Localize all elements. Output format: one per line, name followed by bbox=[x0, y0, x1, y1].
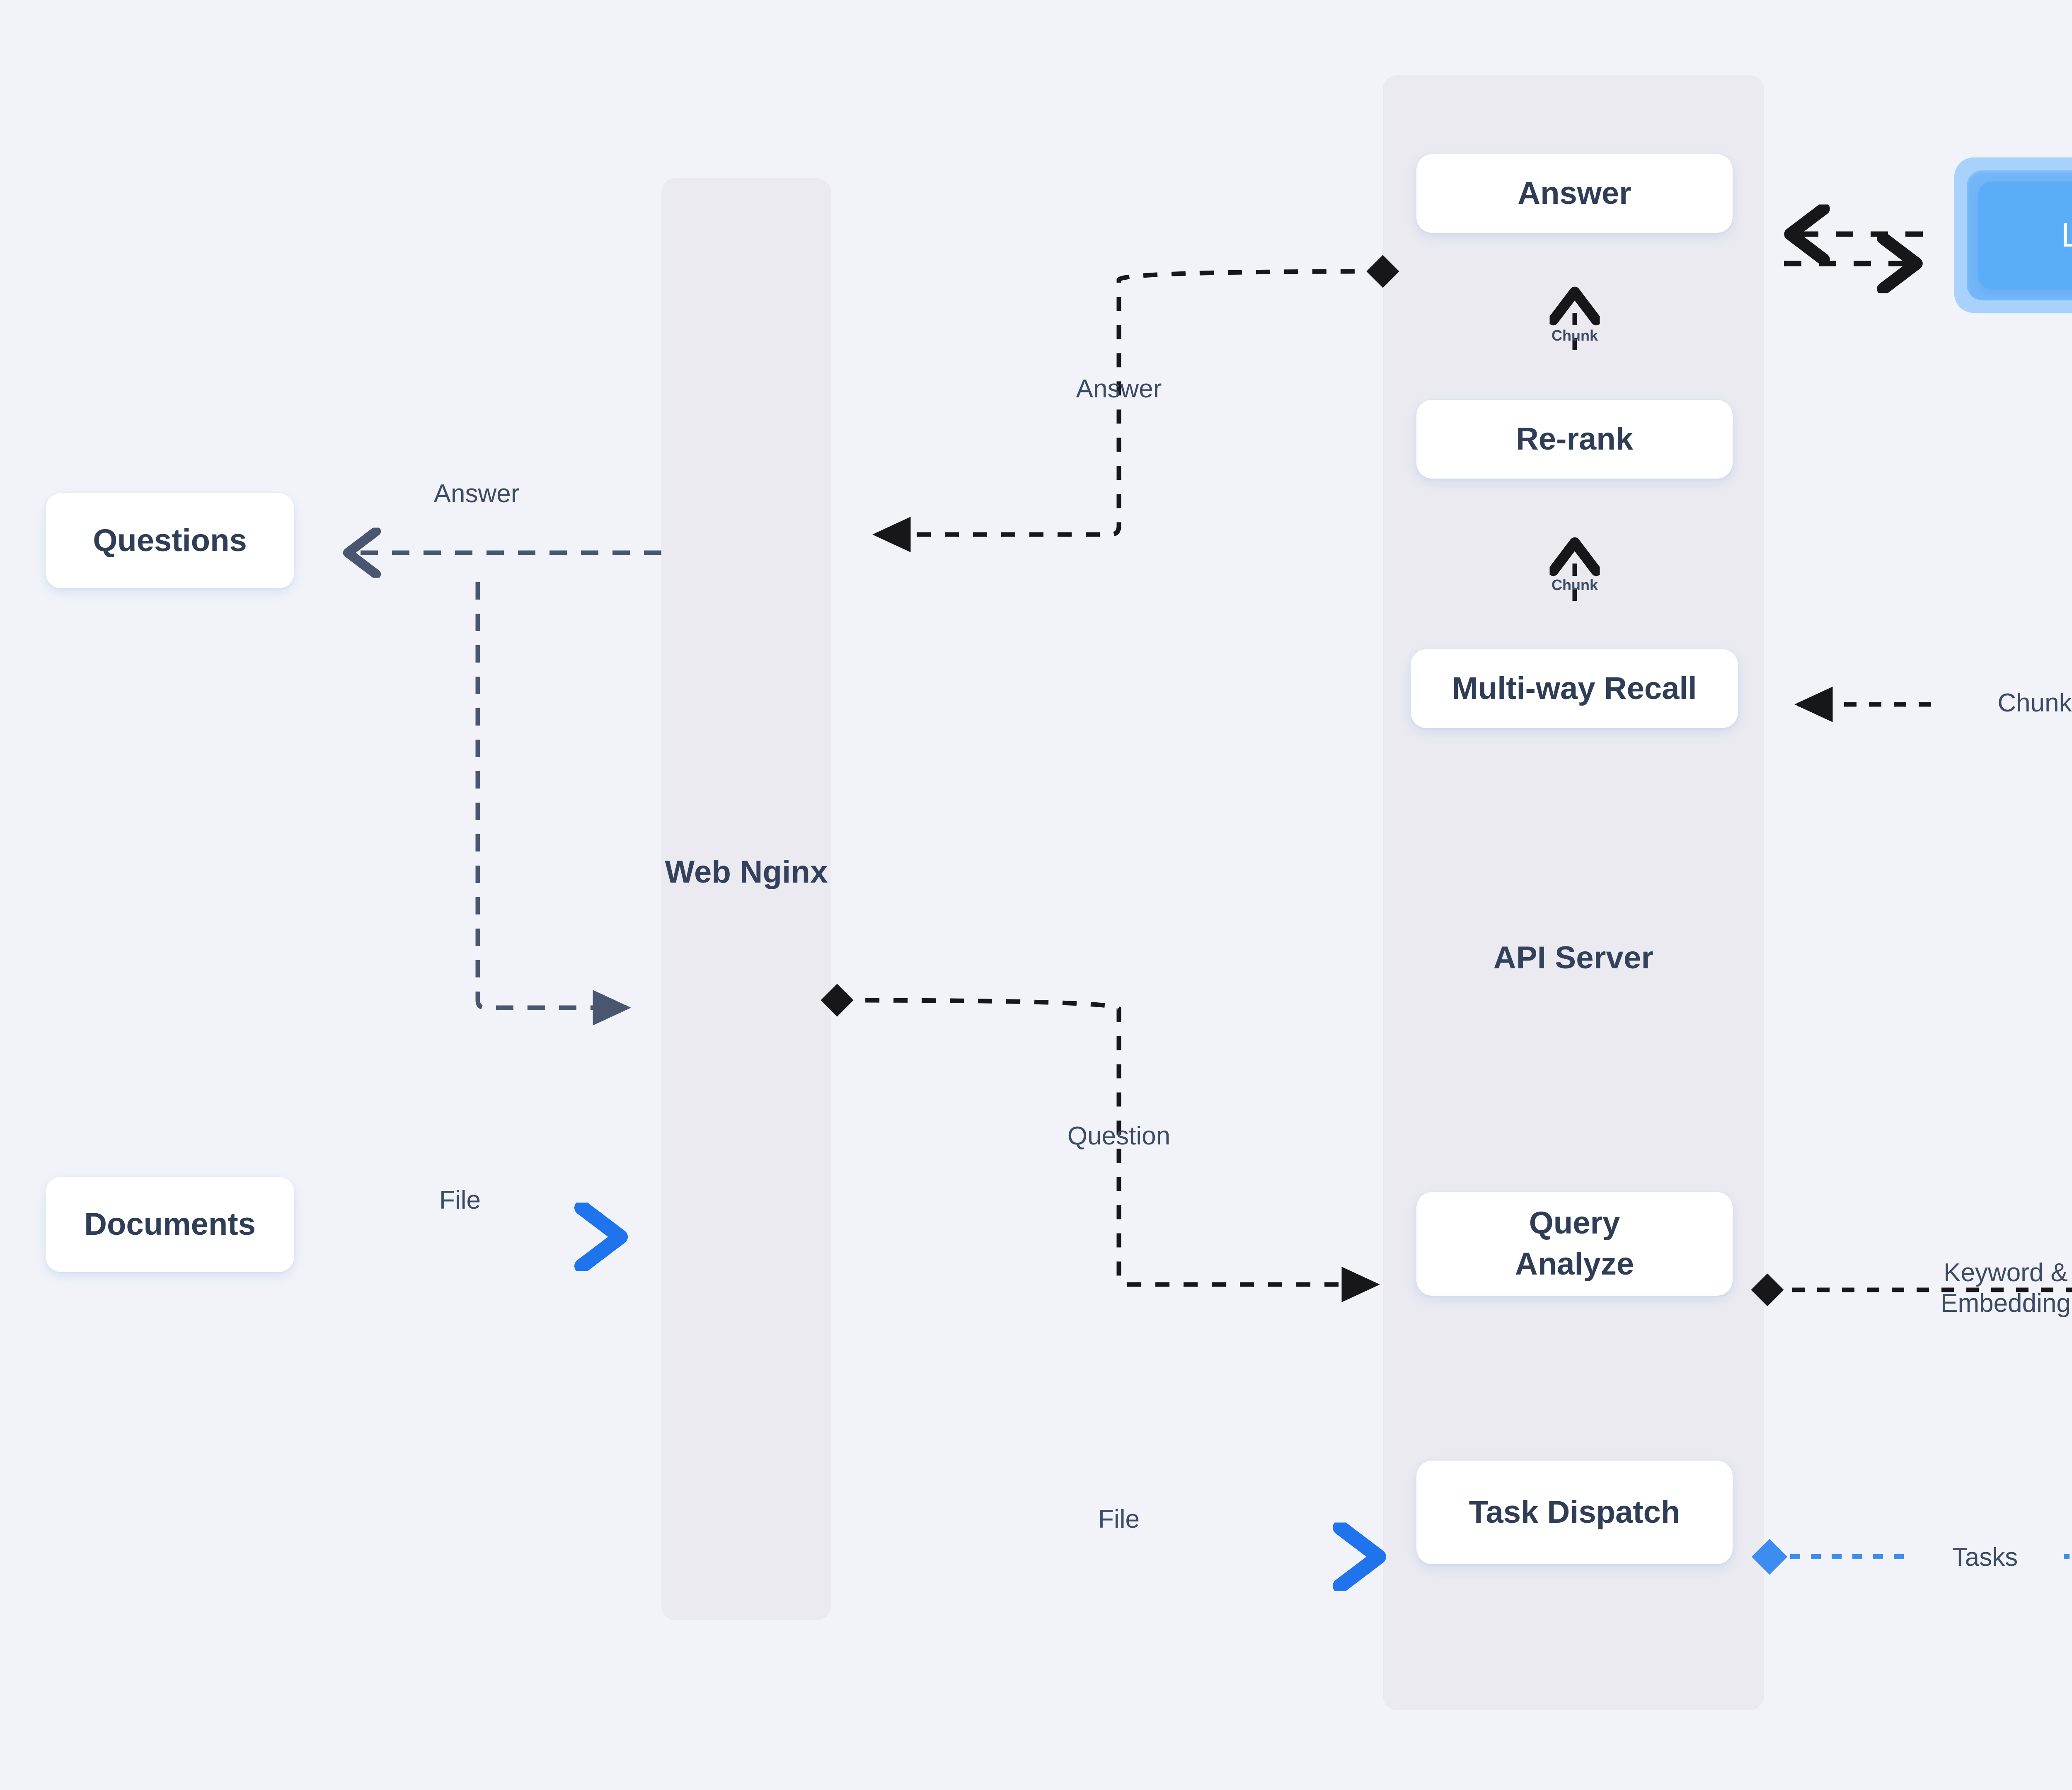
group-panel-web-nginx bbox=[661, 178, 831, 1620]
node-llms[interactable]: LLMs bbox=[1954, 157, 2072, 313]
edge-label-file-documents: File bbox=[439, 1186, 481, 1214]
llms-inner-layer: LLMs bbox=[1978, 181, 2072, 289]
edge-label-file-nginx: File bbox=[1098, 1505, 1140, 1534]
group-label-api-server: API Server bbox=[1493, 940, 1654, 975]
edge-label-keyword-embedding: Keyword & Embedding bbox=[1941, 1258, 2071, 1318]
edge-label-question: Question bbox=[1067, 1122, 1171, 1150]
group-label-web-nginx: Web Nginx bbox=[665, 854, 828, 890]
llms-label: LLMs bbox=[2061, 216, 2072, 254]
edge-label-chunk-recall-rerank: Chunk bbox=[1552, 576, 1598, 593]
node-query-analyze[interactable]: Query Analyze bbox=[1416, 1192, 1733, 1296]
node-rerank[interactable]: Re-rank bbox=[1416, 400, 1733, 479]
node-multiway-recall[interactable]: Multi-way Recall bbox=[1411, 649, 1738, 728]
llms-mid-layer: LLMs bbox=[1967, 170, 2072, 300]
edge-label-answer-left: Answer bbox=[433, 479, 520, 508]
edge-label-chunk-rerank-answer: Chunk bbox=[1552, 327, 1598, 344]
edge-questions-to-nginx bbox=[475, 582, 631, 1026]
edge-label-chunk-db-recall: Chunk bbox=[1939, 688, 2072, 719]
node-questions[interactable]: Questions bbox=[46, 493, 294, 588]
edge-label-answer-nginx: Answer bbox=[1076, 375, 1162, 403]
edge-task-dispatch-to-db bbox=[1751, 1110, 2072, 1575]
node-documents[interactable]: Documents bbox=[46, 1177, 294, 1272]
node-task-dispatch[interactable]: Task Dispatch bbox=[1416, 1461, 1733, 1564]
node-answer[interactable]: Answer bbox=[1416, 154, 1733, 233]
edge-label-tasks: Tasks bbox=[1906, 1542, 2064, 1573]
